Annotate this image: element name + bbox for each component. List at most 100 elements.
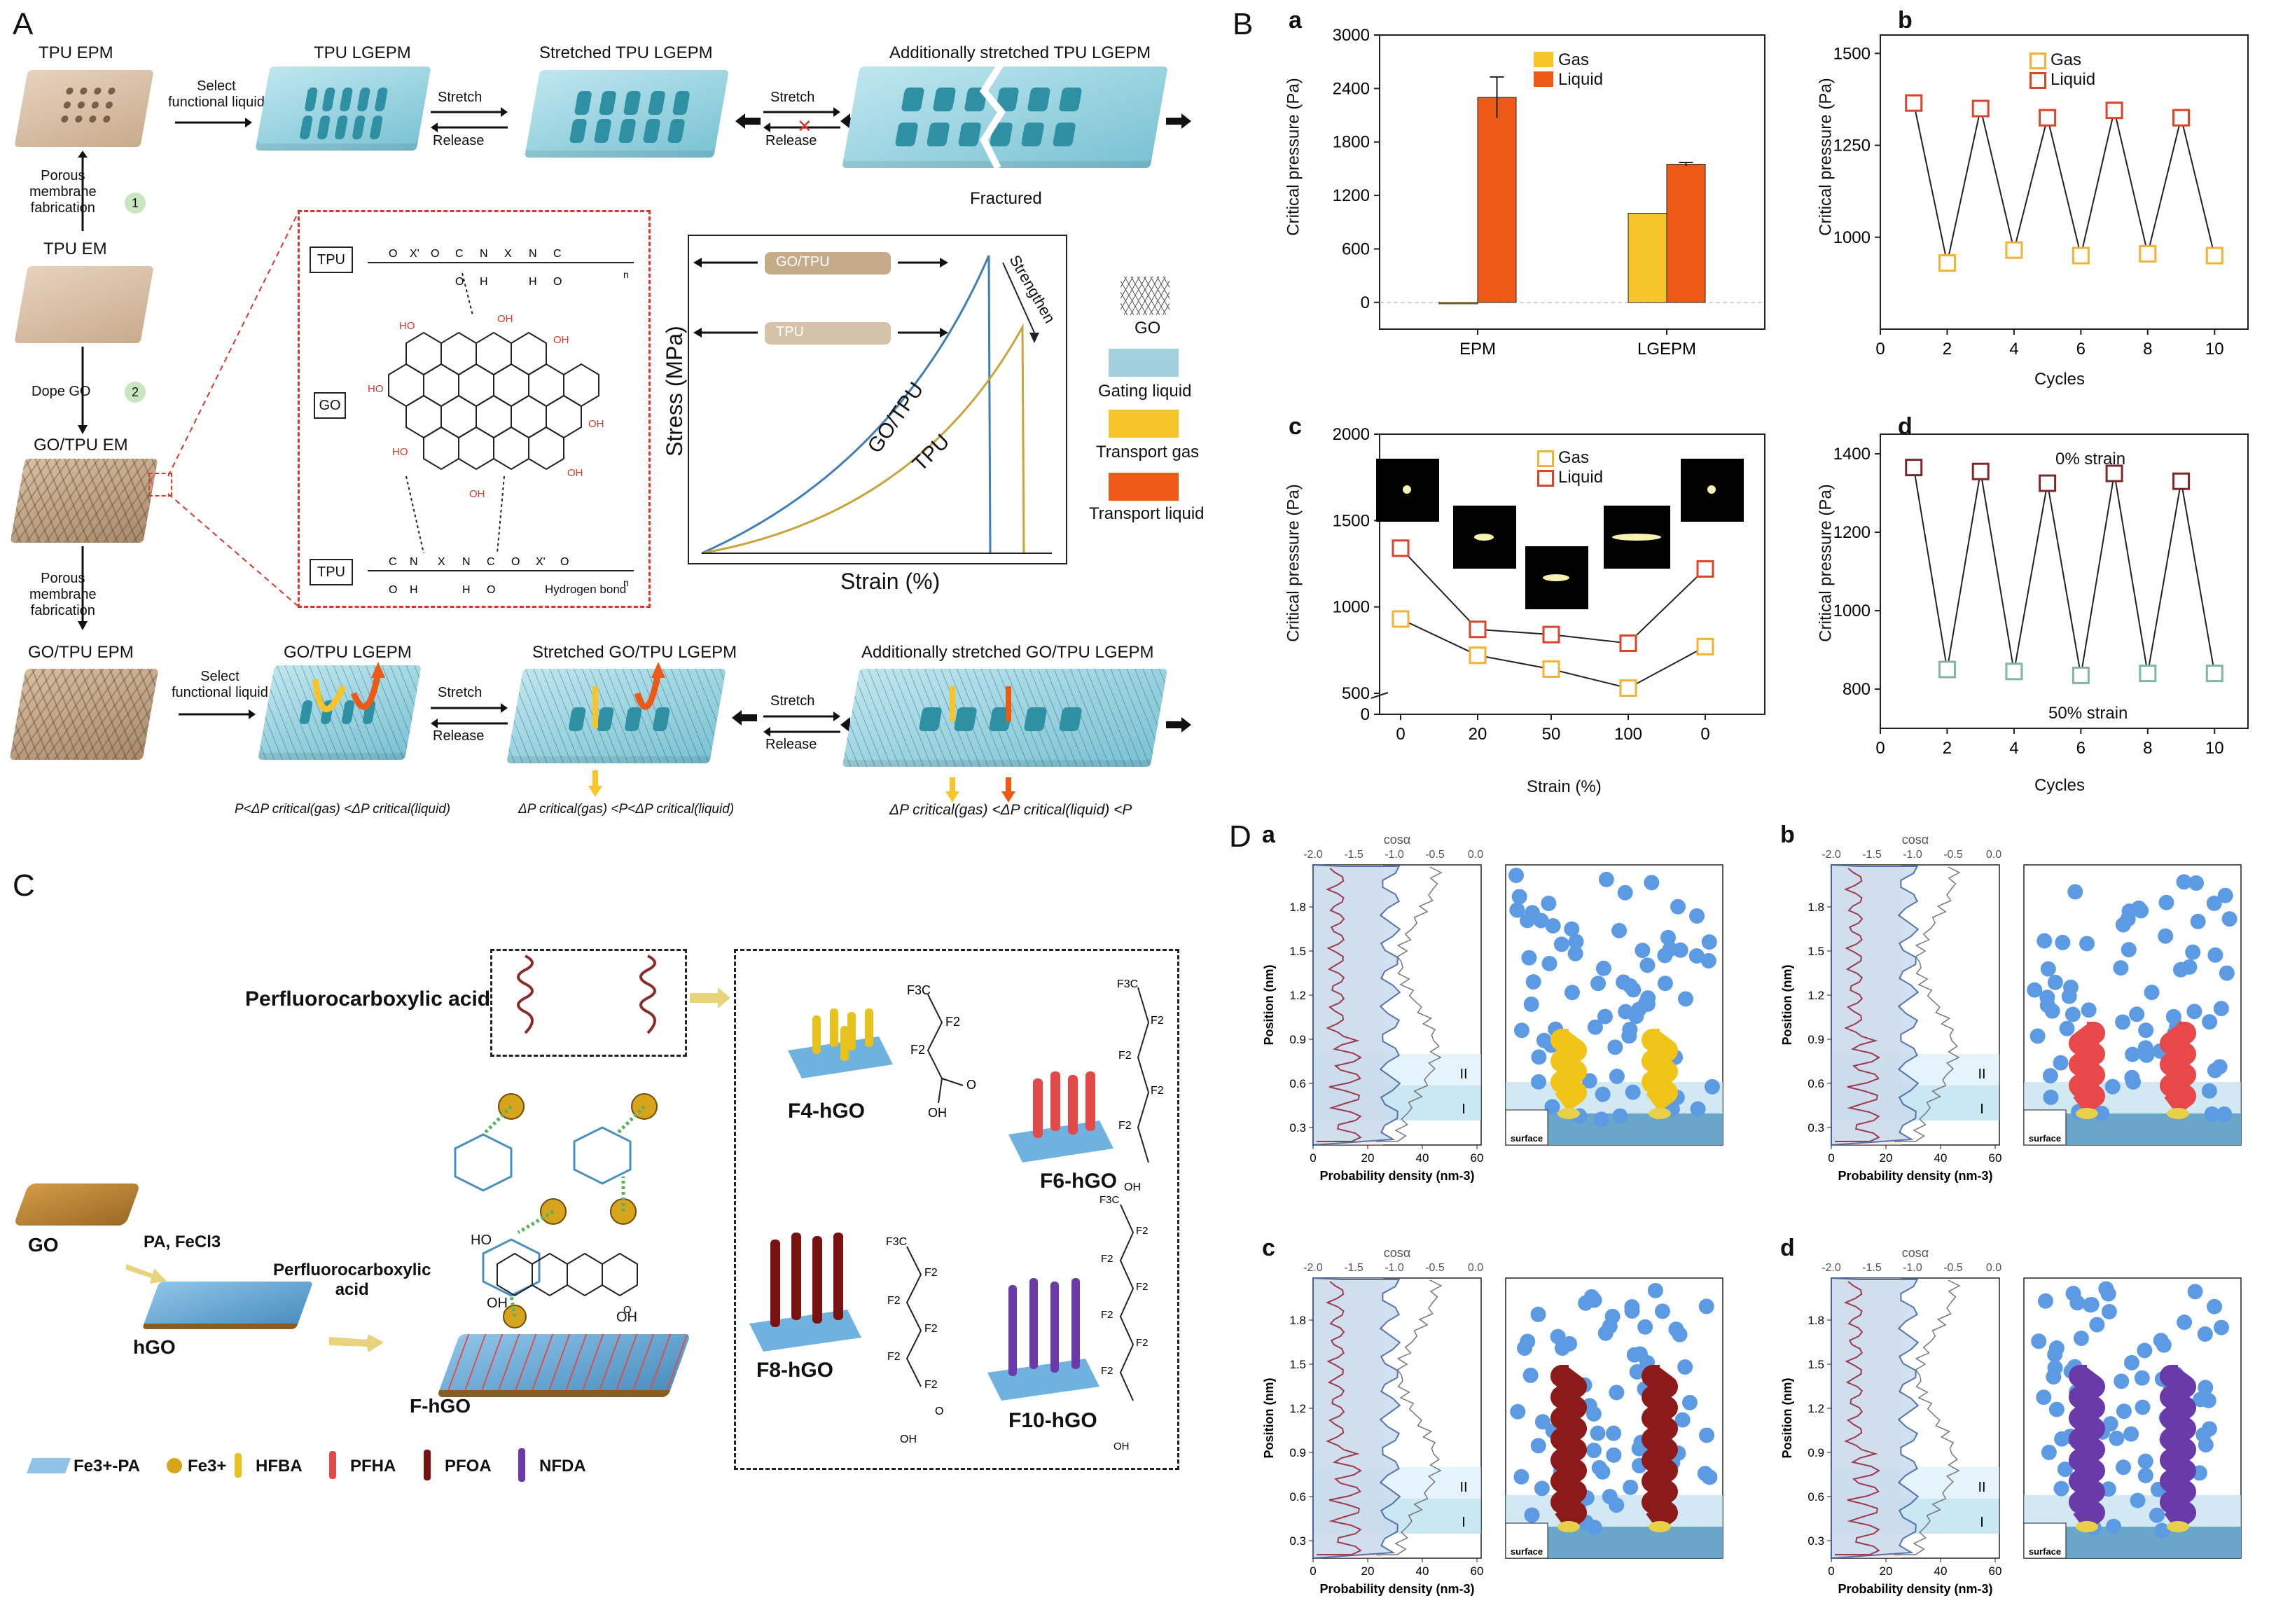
cos-alpha-curve <box>1894 1279 1961 1555</box>
legend-fe-pa-swatch <box>26 1458 71 1473</box>
water-molecule <box>2057 1462 2073 1478</box>
bb-legend-gas: Gas <box>2051 50 2082 69</box>
svg-text:H: H <box>529 276 537 288</box>
fhgo-sheet <box>436 1334 691 1397</box>
bc-ytick-label: 1500 <box>1333 511 1370 530</box>
svg-text:C: C <box>553 248 562 260</box>
panel-letter-d: D <box>1229 819 1251 854</box>
hydrogen-bond-lines <box>405 272 505 554</box>
go-flake <box>13 1184 141 1226</box>
molecule-chain <box>2160 1022 2196 1116</box>
acid-zoom-box <box>490 949 687 1057</box>
legend-liquid-label: Transport liquid <box>1089 504 1205 523</box>
d-top-tick-label: -2.0 <box>1303 1262 1323 1274</box>
svg-text:OH: OH <box>567 467 583 479</box>
water-molecule <box>1510 1403 1526 1420</box>
water-molecule <box>2137 1453 2153 1469</box>
water-molecule <box>1609 1068 1625 1084</box>
label-hgo: hGO <box>133 1336 176 1358</box>
d-xtick-label: 40 <box>1934 1564 1948 1578</box>
panel-d-letter-b: b <box>1780 821 1795 848</box>
water-molecule <box>2195 1427 2212 1443</box>
d-xtick-label: 40 <box>1416 1151 1429 1165</box>
bb-point-gas <box>2072 247 2090 265</box>
d-y-axis-label: Position (nm) <box>1780 965 1794 1046</box>
arrow-go-to-hgo <box>126 1264 167 1284</box>
svg-text:O: O <box>560 556 569 568</box>
go-tpu-em-slab <box>10 459 158 543</box>
d-ytick-label: 1.8 <box>1289 1314 1306 1327</box>
label-additional-go-tpu-lgepm: Additionally stretched GO/TPU LGEPM <box>861 643 1154 662</box>
water-molecule <box>1541 955 1557 971</box>
density-water-curve <box>1831 863 1920 1146</box>
water-molecule <box>2061 988 2077 1004</box>
axis-inset <box>2023 1522 2067 1559</box>
water-molecule <box>2207 1298 2223 1314</box>
label-tpu-lgepm: TPU LGEPM <box>314 43 411 62</box>
water-molecule <box>2073 1331 2089 1347</box>
step-badge-2-text: 2 <box>131 385 139 399</box>
bc-point-liquid <box>1392 539 1410 557</box>
d-xtick-label: 40 <box>1416 1564 1429 1578</box>
bd-point-50-strain <box>2005 662 2023 681</box>
svg-text:H: H <box>410 584 418 596</box>
panel-d-letter-a: a <box>1262 821 1275 848</box>
water-molecule <box>2185 944 2201 960</box>
label-perfluorocarboxylic-acid: Perfluorocarboxylic acid <box>245 987 491 1011</box>
d-top-tick-label: 0.0 <box>1986 849 2001 861</box>
bb-point-gas <box>2005 241 2023 259</box>
d-ytick-label: 0.3 <box>1807 1121 1824 1134</box>
d-ytick-label: 0.3 <box>1807 1534 1824 1548</box>
svg-text:O: O <box>431 248 439 260</box>
water-molecule <box>1647 1282 1663 1298</box>
molecule-chain <box>2069 1022 2105 1116</box>
water-molecule <box>2065 1286 2081 1302</box>
d-xtick-label: 60 <box>1989 1564 2002 1578</box>
water-molecule <box>1536 1032 1552 1048</box>
stress-axis-label: Stress (MPa) <box>661 326 687 457</box>
water-molecule <box>1609 1497 1625 1513</box>
svg-text:F2: F2 <box>1136 1225 1149 1237</box>
density-water-curve <box>1312 1277 1401 1560</box>
svg-text:F2: F2 <box>924 1323 938 1335</box>
water-molecule <box>1598 871 1614 887</box>
chart-bb-frame <box>1880 34 2249 330</box>
water-molecule <box>1597 1008 1613 1025</box>
label-tpu-em: TPU EM <box>43 240 107 258</box>
water-molecule <box>2187 1284 2203 1300</box>
water-molecule <box>1525 974 1541 990</box>
bc-point-liquid <box>1469 620 1487 639</box>
svg-text:OH: OH <box>928 1106 947 1120</box>
bb-point-gas <box>1938 254 1956 272</box>
water-molecule <box>2121 903 2137 919</box>
bb-point-gas <box>2205 247 2223 265</box>
water-molecule <box>2216 1106 2233 1122</box>
water-molecule <box>1657 976 1673 992</box>
label-release-3: Release <box>433 728 485 744</box>
svg-text:OH: OH <box>1124 1181 1141 1193</box>
d-x-axis-label: Probability density (nm-3) <box>1319 1582 1474 1596</box>
water-molecule <box>1654 1303 1670 1319</box>
water-molecule <box>1585 1406 1602 1422</box>
water-molecule <box>2094 1105 2110 1121</box>
bc-xtick-label: 100 <box>1614 725 1642 744</box>
anchor-atom <box>2167 1521 2189 1532</box>
chart-bd-xtick-label: 8 <box>2143 739 2152 758</box>
d-top-axis-label: cosα <box>1902 833 1929 847</box>
molecule-chain <box>1642 1365 1678 1532</box>
water-molecule <box>2137 1467 2153 1483</box>
water-molecule <box>2037 1293 2053 1309</box>
water-molecule <box>2154 1522 2170 1539</box>
chart-bd-xtick-label: 6 <box>2076 739 2086 758</box>
density-chain-curve <box>1317 1281 1362 1555</box>
water-molecule <box>1657 948 1673 964</box>
water-molecule <box>2176 874 2192 890</box>
water-molecule <box>1509 902 1525 918</box>
water-molecule <box>2144 985 2160 1001</box>
tpu-box-2: TPU <box>310 559 353 585</box>
water-molecule <box>2202 1014 2218 1030</box>
ba-bar-gas <box>1438 302 1478 305</box>
region-ii-label: II <box>1978 1480 1985 1495</box>
